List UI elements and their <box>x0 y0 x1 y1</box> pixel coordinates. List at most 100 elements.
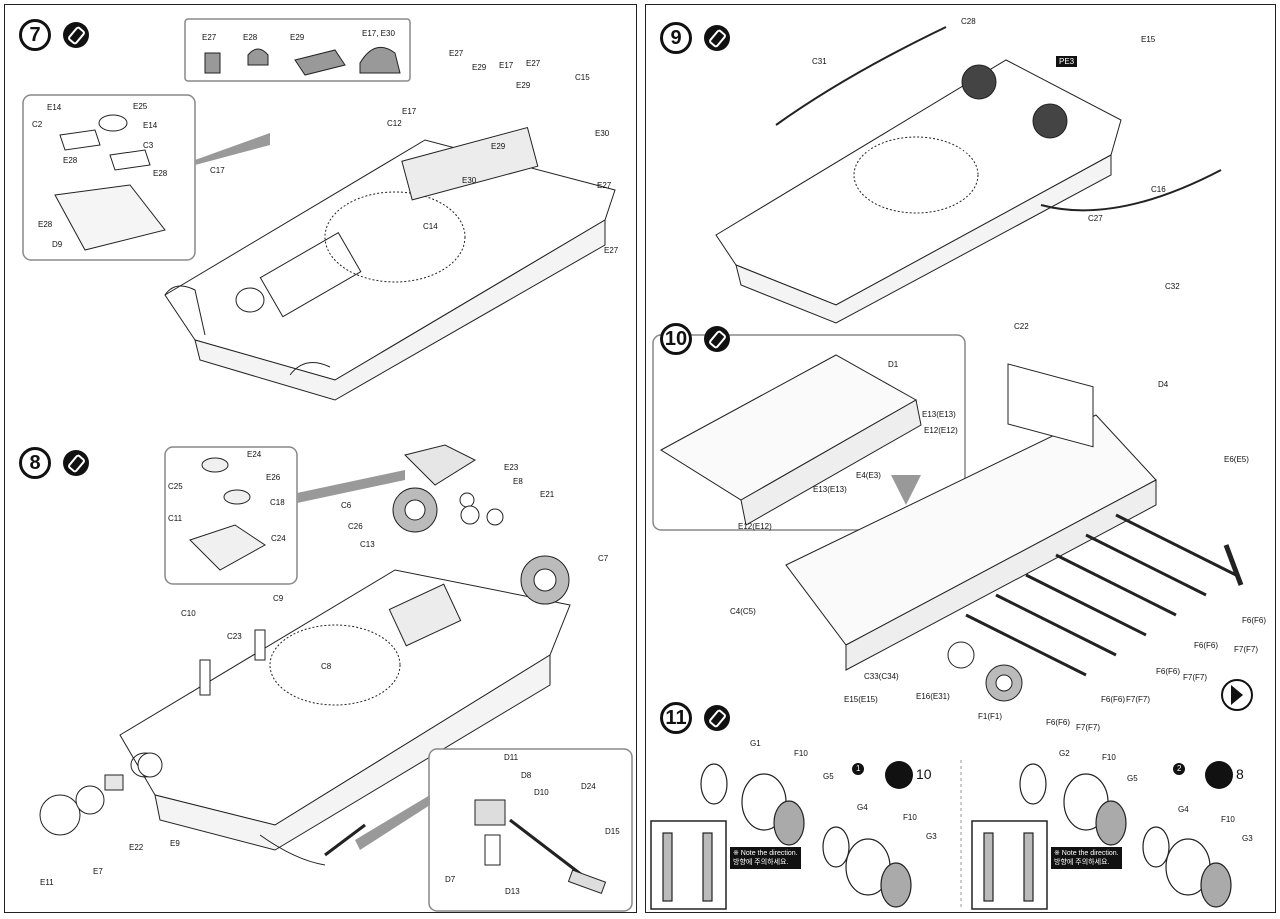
quantity-10: 10 <box>916 766 932 782</box>
label: C24 <box>271 534 286 543</box>
label: E29 <box>472 63 487 72</box>
label: C25 <box>168 482 183 491</box>
step7-rear-grille <box>259 231 362 318</box>
label: G5 <box>823 772 834 781</box>
step7-hull-side <box>194 219 606 401</box>
label: C8 <box>321 662 332 671</box>
qty-marker-2: 2 <box>1177 764 1182 773</box>
label-e17-e30-ref: E17, E30 <box>362 29 395 38</box>
label: C11 <box>168 514 183 523</box>
label: E17 <box>402 107 417 116</box>
label: E28 <box>63 156 78 165</box>
label: E28 <box>38 220 53 229</box>
label: E13(E13) <box>813 485 847 494</box>
label: E12(E12) <box>738 522 772 531</box>
step-7-number: 7 <box>19 19 51 51</box>
left-instruction-panel: 7 8 E27 E28 E29 E17, E30 E14 E25 C2 E14 … <box>4 4 637 913</box>
glue-note-en: ※ Use instant glue when attaching. <box>866 149 975 156</box>
direction-note-en: ※ Note the direction. <box>733 850 798 857</box>
label: E25 <box>133 102 148 111</box>
label: F6(F6) <box>1046 718 1070 727</box>
label: E15(E15) <box>844 695 878 704</box>
glue-note-ko: 에칭부품은 순간접착제로 붙인다. <box>871 159 967 166</box>
label: G4 <box>1178 805 1189 814</box>
label-e28-ref: E28 <box>243 33 258 42</box>
label: F7(F7) <box>1076 723 1100 732</box>
label: E27 <box>597 181 612 190</box>
label: E27 <box>604 246 619 255</box>
label: E30 <box>462 176 477 185</box>
label: C12 <box>387 119 402 128</box>
left-panel-drawing <box>22 18 633 912</box>
direction-note-1: ※ Note the direction. 방향에 주의하세요. <box>730 847 801 869</box>
label: D8 <box>521 771 532 780</box>
step8-turret-ring <box>269 624 401 706</box>
step-8-number: 8 <box>19 447 51 479</box>
glue-icon-step7 <box>63 22 89 48</box>
label: C32 <box>1165 282 1180 291</box>
label: E28 <box>153 169 168 178</box>
direction-note-en: ※ Note the direction. <box>1054 850 1119 857</box>
label: F7(F7) <box>1234 645 1258 654</box>
label: F1(F1) <box>978 712 1002 721</box>
label: D7 <box>445 875 456 884</box>
label: E23 <box>504 463 519 472</box>
step8-hull-side <box>154 654 551 851</box>
label: G1 <box>750 739 761 748</box>
label: C9 <box>273 594 284 603</box>
label: F7(F7) <box>1126 695 1150 704</box>
label: E26 <box>266 473 281 482</box>
label: C26 <box>348 522 363 531</box>
step-9-number: 9 <box>660 22 692 54</box>
label: C6 <box>341 501 352 510</box>
glue-icon-step8 <box>63 450 89 476</box>
step9-turret-ring <box>853 136 979 214</box>
label: D10 <box>534 788 549 797</box>
label: E24 <box>247 450 262 459</box>
label: D24 <box>581 782 596 791</box>
label: F6(F6) <box>1101 695 1125 704</box>
label: E15 <box>1141 35 1156 44</box>
label: E16(E31) <box>916 692 950 701</box>
label: C15 <box>575 73 590 82</box>
label: G5 <box>1127 774 1138 783</box>
label: C3 <box>143 141 154 150</box>
step7-front-fender <box>164 285 206 336</box>
label: C13 <box>360 540 375 549</box>
direction-note-2: ※ Note the direction. 방향에 주의하세요. <box>1051 847 1122 869</box>
label: D15 <box>605 827 620 836</box>
label: G4 <box>857 803 868 812</box>
label-e29-ref: E29 <box>290 33 305 42</box>
qty-marker-1: 1 <box>856 764 861 773</box>
step9-hull-side <box>735 154 1112 324</box>
label: E4(E3) <box>856 471 881 480</box>
label: E9 <box>170 839 180 848</box>
label: E14 <box>47 103 62 112</box>
label: F6(F6) <box>1242 616 1266 625</box>
label: E12(E12) <box>924 426 958 435</box>
label: D4 <box>1158 380 1169 389</box>
label: C23 <box>227 632 242 641</box>
label: F7(F7) <box>1183 673 1207 682</box>
label: E29 <box>516 81 531 90</box>
label: F10 <box>1102 753 1116 762</box>
step-11-number: 11 <box>660 702 692 734</box>
label: F6(F6) <box>1156 667 1180 676</box>
right-instruction-panel: 9 10 11 PE3 ※ Use instant glue when atta… <box>645 4 1276 913</box>
label: E22 <box>129 843 144 852</box>
step7-engine-deck <box>401 126 539 201</box>
label: D11 <box>504 753 519 762</box>
label: C10 <box>181 609 196 618</box>
label: F10 <box>1221 815 1235 824</box>
label: C27 <box>1088 214 1103 223</box>
label: C14 <box>423 222 438 231</box>
direction-note-ko: 방향에 주의하세요. <box>1054 859 1110 866</box>
label: C16 <box>1151 185 1166 194</box>
label: C17 <box>210 166 225 175</box>
label: C31 <box>812 57 827 66</box>
label: F10 <box>794 749 808 758</box>
label: F6(F6) <box>1194 641 1218 650</box>
pe3-tag: PE3 <box>1056 56 1078 67</box>
label: E11 <box>40 878 54 887</box>
glue-icon-step11 <box>704 705 730 731</box>
